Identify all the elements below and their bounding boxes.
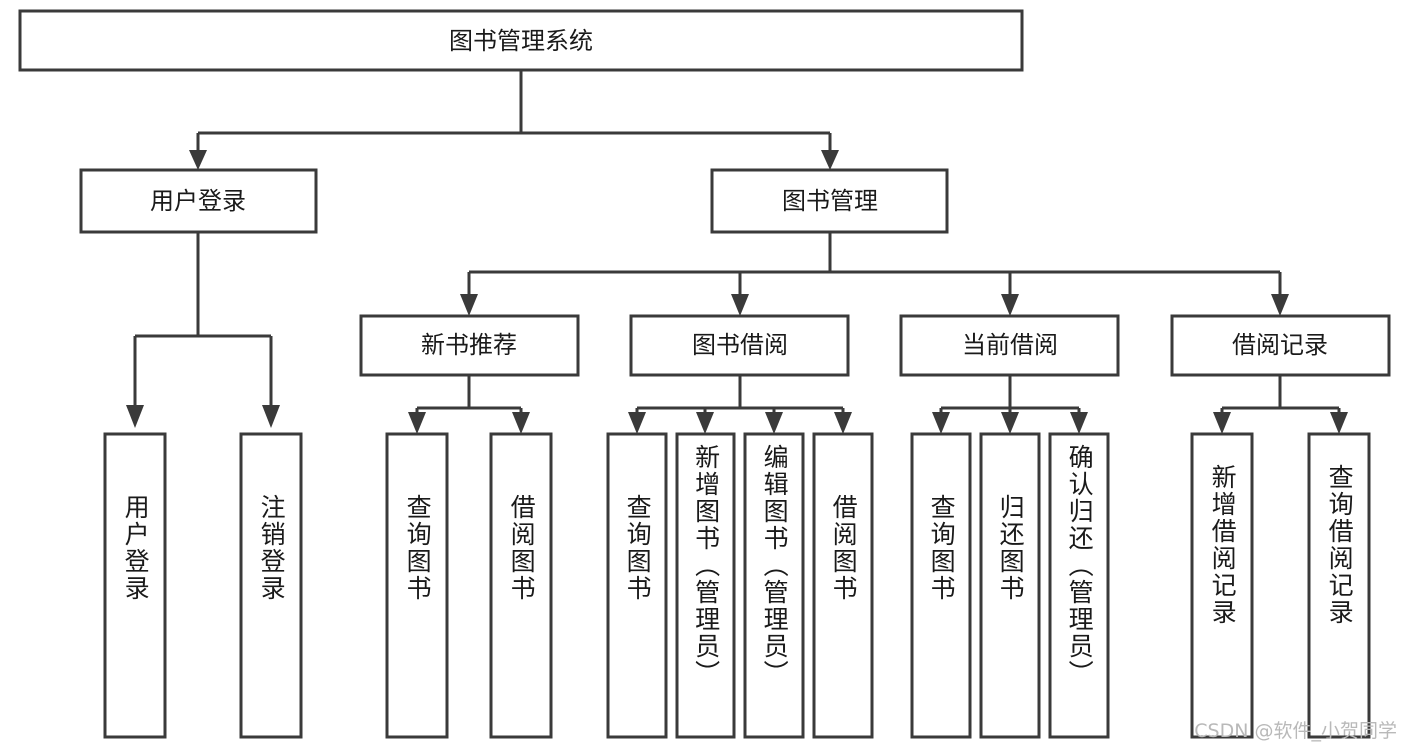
node-book-management-label: 图书管理 xyxy=(782,187,878,215)
arrow-head-bb-leaf-1 xyxy=(696,412,714,434)
leaf-box-borrow-record-1[interactable] xyxy=(1307,432,1371,739)
node-book-borrow-box[interactable] xyxy=(629,314,850,377)
leaf-box-user-login-0[interactable] xyxy=(103,432,167,739)
node-user-login-box[interactable] xyxy=(79,168,318,234)
node-book-management[interactable]: 图书管理 xyxy=(710,168,949,234)
leaf-box-user-login-1[interactable] xyxy=(239,432,303,739)
node-current-borrow[interactable]: 当前借阅 xyxy=(899,314,1120,377)
node-root-label: 图书管理系统 xyxy=(449,27,593,55)
node-root[interactable]: 图书管理系统 xyxy=(18,9,1024,72)
node-book-borrow[interactable]: 图书借阅 xyxy=(629,314,850,377)
node-borrow-record-label: 借阅记录 xyxy=(1232,331,1328,359)
connector-layer xyxy=(126,70,1348,434)
leaf-box-book-borrow-0[interactable] xyxy=(606,432,668,739)
node-current-borrow-label: 当前借阅 xyxy=(962,331,1058,359)
arrow-head-level3-1 xyxy=(731,294,749,316)
arrow-head-bb-leaf-2 xyxy=(765,412,783,434)
node-borrow-record-box[interactable] xyxy=(1170,314,1391,377)
arrow-head-nbr-leaf-1 xyxy=(512,412,530,434)
node-borrow-record[interactable]: 借阅记录 xyxy=(1170,314,1391,377)
leaf-box-current-borrow-0[interactable] xyxy=(910,432,972,739)
leaf-box-new-book-1[interactable] xyxy=(489,432,553,739)
arrow-head-ul-leaf-0 xyxy=(126,405,144,428)
leaf-box-new-book-0[interactable] xyxy=(385,432,449,739)
node-user-login-label: 用户登录 xyxy=(150,187,246,215)
node-new-book-recommend[interactable]: 新书推荐 xyxy=(359,314,580,377)
arrow-head-br-leaf-0 xyxy=(1213,412,1231,434)
node-new-book-recommend-label: 新书推荐 xyxy=(421,331,517,359)
node-user-login[interactable]: 用户登录 xyxy=(79,168,318,234)
arrow-head-cb-leaf-2 xyxy=(1070,412,1088,434)
leaf-box-book-borrow-3[interactable] xyxy=(812,432,874,739)
leaf-box-borrow-record-0[interactable] xyxy=(1190,432,1254,739)
node-book-management-box[interactable] xyxy=(710,168,949,234)
arrow-head-br-leaf-1 xyxy=(1330,412,1348,434)
arrow-head-cb-leaf-0 xyxy=(932,412,950,434)
arrow-head-level3-0 xyxy=(460,294,478,316)
node-new-book-recommend-box[interactable] xyxy=(359,314,580,377)
arrow-head-user-login xyxy=(189,150,207,170)
arrow-head-cb-leaf-1 xyxy=(1001,412,1019,434)
arrow-head-bb-leaf-3 xyxy=(834,412,852,434)
arrow-head-ul-leaf-1 xyxy=(262,405,280,428)
node-layer: 图书管理系统 用户登录 图书管理 新书推荐 图书借阅 当前 xyxy=(18,9,1391,739)
node-book-borrow-label: 图书借阅 xyxy=(692,331,788,359)
leaf-box-current-borrow-1[interactable] xyxy=(979,432,1041,739)
leaf-box-book-borrow-1[interactable] xyxy=(675,432,736,739)
node-current-borrow-box[interactable] xyxy=(899,314,1120,377)
arrow-head-level3-2 xyxy=(1001,294,1019,316)
leaf-box-book-borrow-2[interactable] xyxy=(743,432,805,739)
leaf-box-current-borrow-2[interactable] xyxy=(1048,432,1110,739)
arrow-head-level3-3 xyxy=(1271,294,1289,316)
arrow-head-bb-leaf-0 xyxy=(628,412,646,434)
node-root-box[interactable] xyxy=(18,9,1024,72)
watermark: CSDN @软件_小贺同学 xyxy=(1194,720,1397,742)
arrow-head-nbr-leaf-0 xyxy=(408,412,426,434)
arrow-head-book-mgmt xyxy=(821,150,839,170)
